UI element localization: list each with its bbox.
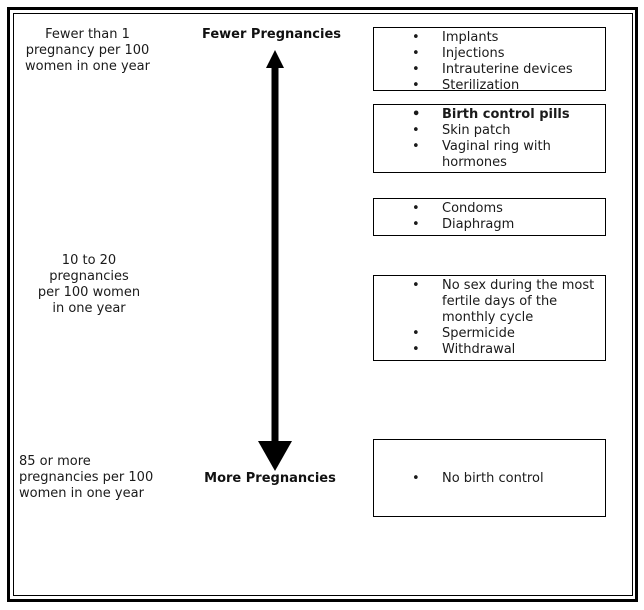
method-item: Birth control pills [374,107,605,123]
method-item: No birth control [374,471,601,487]
method-item: Condoms [374,201,605,217]
method-item: Diaphragm [374,217,605,233]
method-box-implants-group: Implants Injections Intrauterine devices… [373,27,609,94]
method-list: No birth control [374,469,605,487]
method-list: No sex during the most fertile days of t… [374,276,609,358]
method-item: Vaginal ring with hormones [374,139,605,171]
method-item: Sterilization [374,78,605,94]
diagram-inner-frame [13,13,633,596]
axis-label-more-pregnancies: More Pregnancies [204,471,336,486]
method-item: Withdrawal [374,342,605,358]
method-item: Intrauterine devices [374,62,605,78]
arrow-icon [258,50,292,471]
method-item: Implants [374,30,605,46]
method-box-barrier-group: Condoms Diaphragm [373,198,606,236]
axis-label-fewer-pregnancies: Fewer Pregnancies [202,27,341,42]
rate-label-10-to-20: 10 to 20 pregnancies per 100 women in on… [37,253,141,316]
method-list: Condoms Diaphragm [374,199,609,233]
method-box-pills-group: Birth control pills Skin patch Vaginal r… [373,104,606,173]
rate-label-85-or-more: 85 or more pregnancies per 100 women in … [19,454,154,501]
method-item: Skin patch [374,123,605,139]
method-list: Implants Injections Intrauterine devices… [374,28,609,94]
method-box-no-birth-control: No birth control [373,439,606,517]
diagram-outer-frame [7,7,638,602]
method-item: Injections [374,46,605,62]
method-item: Spermicide [374,326,605,342]
method-box-behavioral-group: No sex during the most fertile days of t… [373,275,606,361]
rate-label-fewer-than-1: Fewer than 1 pregnancy per 100 women in … [25,27,150,74]
pregnancy-rate-arrow [253,50,297,474]
method-list: Birth control pills Skin patch Vaginal r… [374,105,609,171]
method-item: No sex during the most fertile days of t… [374,278,605,326]
